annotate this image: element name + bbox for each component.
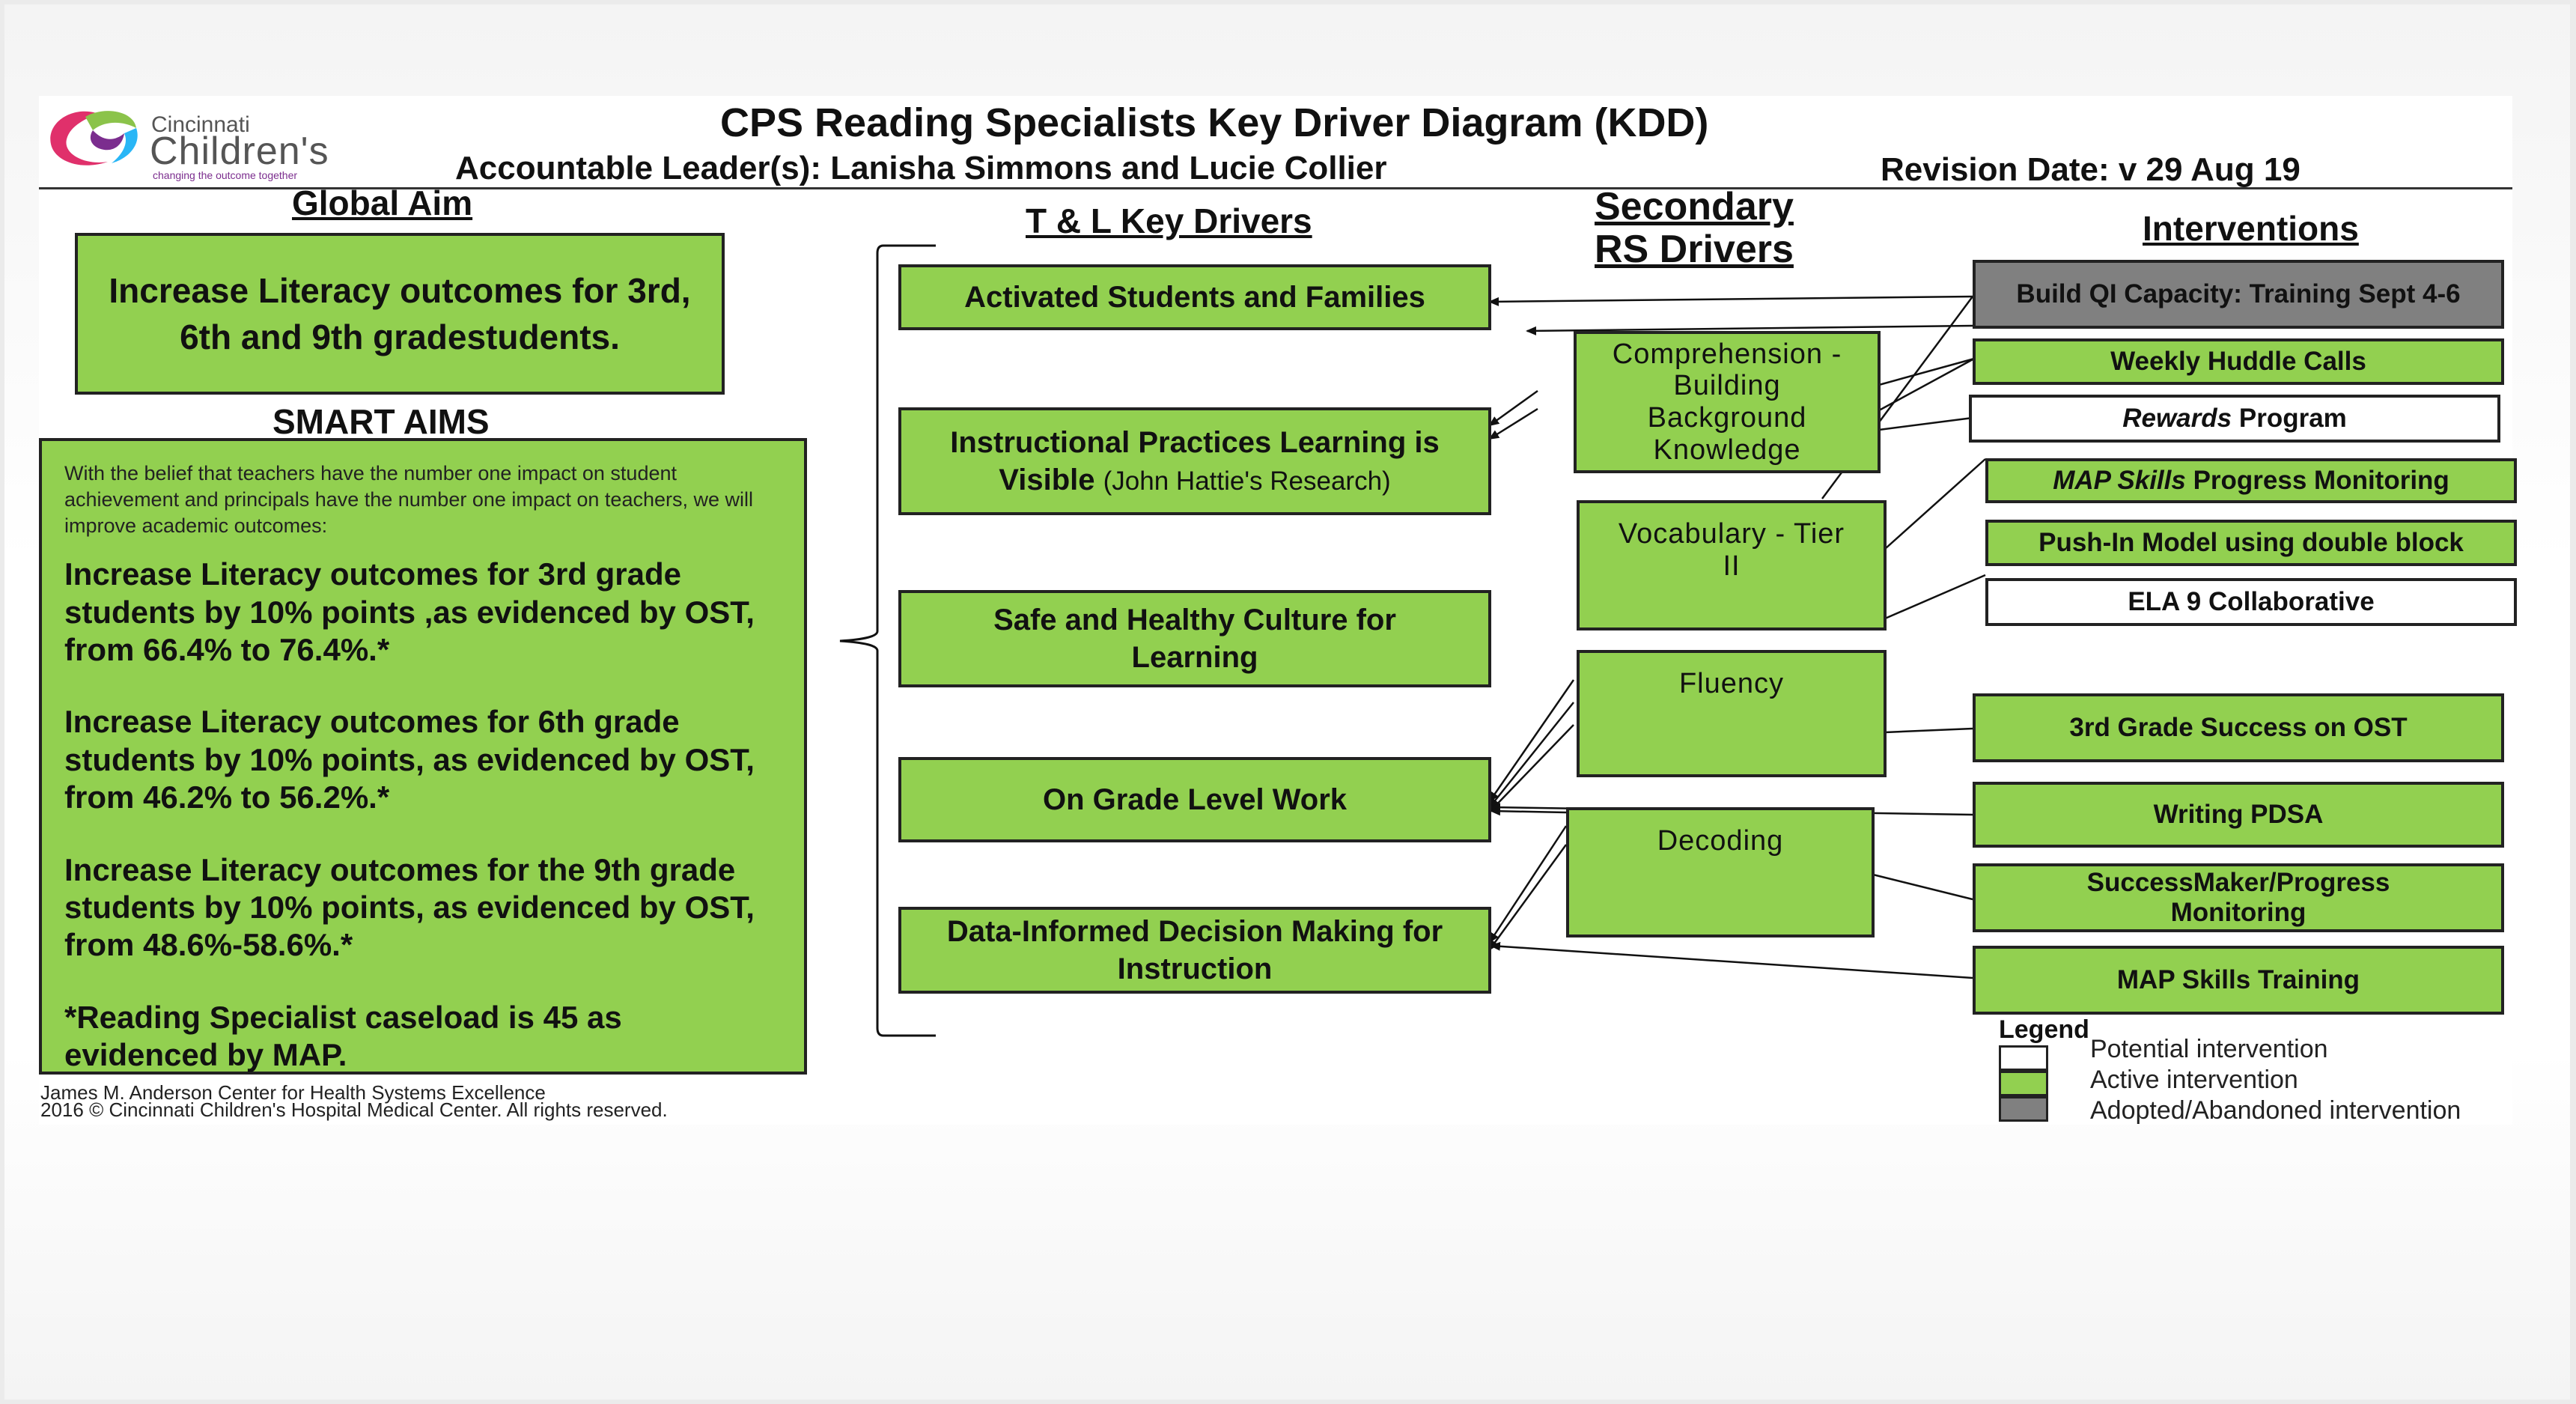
legend-swatch-adopted <box>1999 1096 2048 1122</box>
intervention-weekly-huddle-label: Weekly Huddle Calls <box>2110 346 2366 376</box>
smart-aims-box: With the belief that teachers have the n… <box>39 438 807 1075</box>
logo-swirl-icon <box>50 111 138 165</box>
logo-line2: Children's <box>150 130 329 173</box>
smart-aims-heading: SMART AIMS <box>272 402 490 441</box>
smart-aim-2: Increase Literacy outcomes for 6th grade… <box>64 704 755 815</box>
intervention-ela9-label: ELA 9 Collaborative <box>2128 586 2375 616</box>
smart-aim-3: Increase Literacy outcomes for the 9th g… <box>64 851 755 963</box>
legend-label-active: Active intervention <box>2090 1066 2298 1094</box>
intervention-push-in: Push-In Model using double block <box>1985 520 2517 566</box>
key-driver-safe-culture: Safe and Healthy Culture for Learning <box>898 590 1491 687</box>
footer-line2: 2016 © Cincinnati Children's Hospital Me… <box>40 1098 668 1121</box>
driver-brace <box>839 244 936 1037</box>
intervention-map-progress-em: MAP Skills <box>2053 465 2186 495</box>
logo-tagline: changing the outcome together <box>153 169 298 181</box>
key-driver-instructional: Instructional Practices Learning is Visi… <box>898 407 1491 515</box>
intervention-weekly-huddle: Weekly Huddle Calls <box>1973 338 2504 385</box>
smart-aims-intro: With the belief that teachers have the n… <box>64 462 754 538</box>
interventions-heading: Interventions <box>2143 209 2359 248</box>
key-drivers-heading: T & L Key Drivers <box>1026 201 1312 240</box>
secondary-fluency: Fluency <box>1577 650 1887 777</box>
legend-label-adopted: Adopted/Abandoned intervention <box>2090 1096 2461 1125</box>
accountable-leaders: Accountable Leader(s): Lanisha Simmons a… <box>455 150 1387 186</box>
legend: Legend Potential intervention Active int… <box>1999 1015 2508 1125</box>
revision-date: Revision Date: v 29 Aug 19 <box>1881 151 2301 188</box>
intervention-successmaker-label: SuccessMaker/Progress Monitoring <box>2086 867 2390 927</box>
secondary-vocabulary-label: Vocabulary - Tier II <box>1618 518 1845 582</box>
secondary-comprehension-label: Comprehension - Building Background Know… <box>1612 338 1842 466</box>
key-driver-activated: Activated Students and Families <box>898 264 1491 330</box>
intervention-map-progress: MAP Skills Progress Monitoring <box>1985 458 2517 503</box>
key-driver-on-grade: On Grade Level Work <box>898 757 1491 842</box>
secondary-drivers-heading: Secondary RS Drivers <box>1595 185 1794 272</box>
intervention-build-qi-label: Build QI Capacity: Training Sept 4-6 <box>2016 279 2461 309</box>
intervention-map-training-label: MAP Skills Training <box>2116 964 2360 994</box>
global-aim-box: Increase Literacy outcomes for 3rd, 6th … <box>75 233 725 395</box>
key-driver-activated-label: Activated Students and Families <box>964 281 1425 314</box>
header-divider <box>39 187 2512 189</box>
secondary-comprehension: Comprehension - Building Background Know… <box>1574 331 1881 473</box>
global-aim-text: Increase Literacy outcomes for 3rd, 6th … <box>109 270 691 356</box>
key-driver-safe-culture-label: Safe and Healthy Culture for Learning <box>993 604 1396 674</box>
global-aim-heading: Global Aim <box>292 183 473 222</box>
intervention-rewards: Rewards Program <box>1969 395 2500 443</box>
logo: Cincinnati Children's changing the outco… <box>40 102 400 181</box>
legend-swatch-potential <box>1999 1045 2048 1071</box>
secondary-heading-line2: RS Drivers <box>1595 228 1794 272</box>
key-driver-instructional-label: Instructional Practices Learning is Visi… <box>950 426 1440 496</box>
key-driver-data-informed-label: Data-Informed Decision Making for Instru… <box>946 915 1443 985</box>
intervention-rewards-em: Rewards <box>2122 403 2232 433</box>
smart-aim-footnote: *Reading Specialist caseload is 45 as ev… <box>64 999 622 1073</box>
secondary-vocabulary: Vocabulary - Tier II <box>1577 500 1887 630</box>
secondary-fluency-label: Fluency <box>1678 668 1785 699</box>
intervention-writing-pdsa: Writing PDSA <box>1973 782 2504 848</box>
key-driver-instructional-note: (John Hattie's Research) <box>1103 467 1391 496</box>
key-driver-on-grade-label: On Grade Level Work <box>1042 783 1348 816</box>
legend-swatch-active <box>1999 1071 2048 1096</box>
intervention-map-training: MAP Skills Training <box>1973 946 2504 1015</box>
intervention-map-progress-label: Progress Monitoring <box>2185 465 2449 495</box>
intervention-build-qi: Build QI Capacity: Training Sept 4-6 <box>1973 260 2504 329</box>
intervention-rewards-label: Program <box>2232 403 2347 433</box>
intervention-3rd-grade-ost-label: 3rd Grade Success on OST <box>2069 712 2408 742</box>
intervention-successmaker: SuccessMaker/Progress Monitoring <box>1973 863 2504 932</box>
intervention-writing-pdsa-label: Writing PDSA <box>2153 799 2324 829</box>
secondary-decoding-label: Decoding <box>1657 825 1784 857</box>
secondary-heading-line1: Secondary <box>1595 185 1794 228</box>
legend-label-potential: Potential intervention <box>2090 1035 2328 1063</box>
smart-aim-1: Increase Literacy outcomes for 3rd grade… <box>64 556 755 668</box>
intervention-3rd-grade-ost: 3rd Grade Success on OST <box>1973 693 2504 762</box>
intervention-push-in-label: Push-In Model using double block <box>2038 527 2464 557</box>
logo-line1: Cincinnati <box>151 112 250 137</box>
page-title: CPS Reading Specialists Key Driver Diagr… <box>720 100 1709 145</box>
intervention-ela9: ELA 9 Collaborative <box>1985 578 2517 626</box>
key-driver-data-informed: Data-Informed Decision Making for Instru… <box>898 907 1491 994</box>
kdd-slide: Cincinnati Children's changing the outco… <box>39 96 2517 1125</box>
footer-line1: James M. Anderson Center for Health Syst… <box>40 1081 546 1104</box>
legend-heading: Legend <box>1999 1015 2089 1044</box>
secondary-decoding: Decoding <box>1566 807 1875 937</box>
